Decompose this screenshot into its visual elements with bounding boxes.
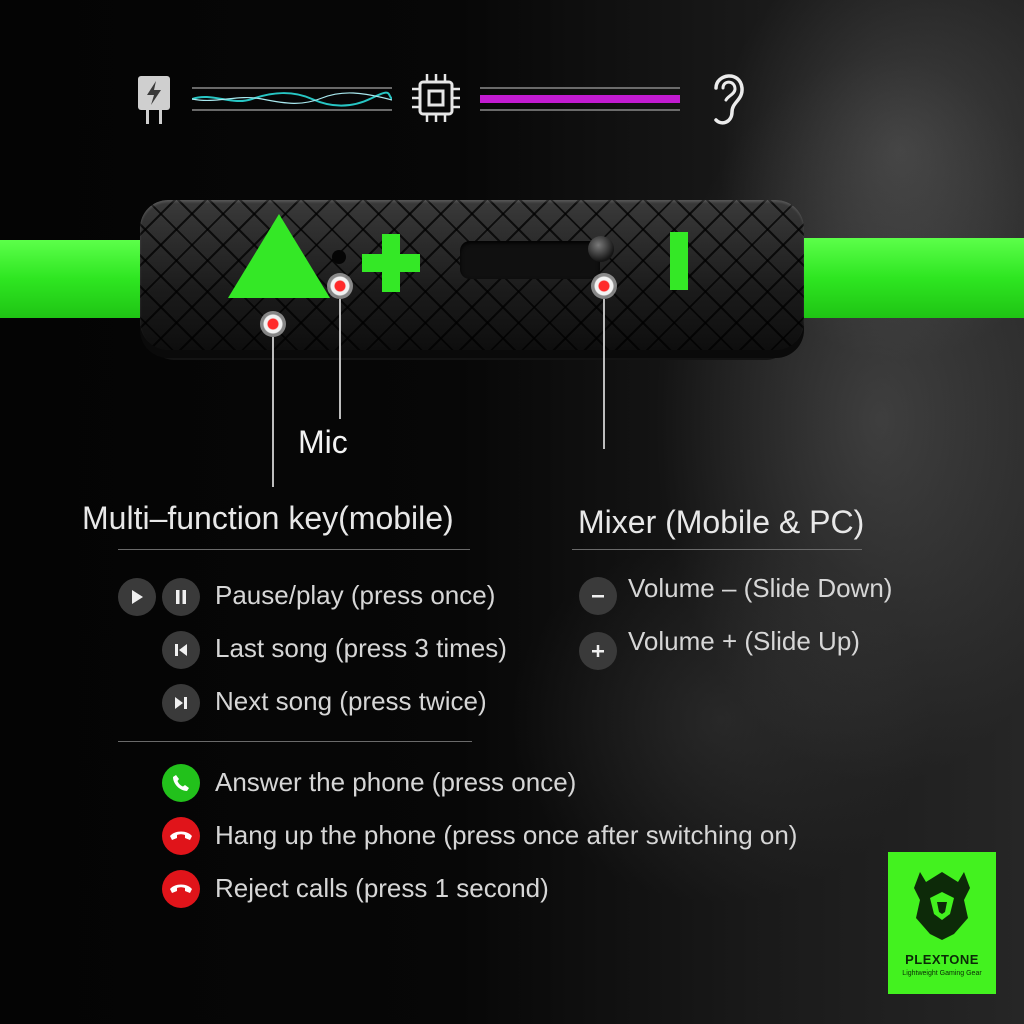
brand-name: PLEXTONE <box>905 952 979 967</box>
mic-label: Mic <box>298 424 348 460</box>
plextone-logo: PLEXTONE Lightweight Gaming Gear <box>888 852 996 994</box>
mixer-divider <box>572 549 862 550</box>
plus-icon <box>579 632 617 670</box>
multi-function-button[interactable] <box>226 212 332 305</box>
previous-track-icon <box>162 631 200 669</box>
next-track-icon <box>162 684 200 722</box>
brand-tagline: Lightweight Gaming Gear <box>902 970 982 977</box>
mixer-heading: Mixer (Mobile & PC) <box>578 504 865 540</box>
call-item-answer: Answer the phone (press once) <box>215 767 577 797</box>
pause-icon <box>162 578 200 616</box>
mixer-item-volume-up: Volume + (Slide Up) <box>628 626 860 656</box>
mixer-marker <box>591 273 617 299</box>
volume-slider-track <box>460 241 600 279</box>
call-item-hang-up: Hang up the phone (press once after swit… <box>215 820 798 850</box>
cable-right <box>790 238 1024 318</box>
minus-icon <box>579 577 617 615</box>
multi-function-heading: Multi–function key(mobile) <box>82 500 454 536</box>
cable-left <box>0 240 150 318</box>
audio-wave-line <box>191 84 393 119</box>
ear-icon <box>708 66 748 135</box>
mic-hole <box>332 250 346 264</box>
multi-function-leader <box>272 337 274 487</box>
answer-call-icon <box>162 764 200 802</box>
charger-icon <box>136 74 172 131</box>
minus-mark <box>670 232 688 290</box>
media-item-next-song: Next song (press twice) <box>215 686 487 716</box>
mixer-leader <box>603 299 605 449</box>
call-item-reject: Reject calls (press 1 second) <box>215 873 549 903</box>
logo-emblem-icon <box>906 866 978 955</box>
play-icon <box>118 578 156 616</box>
multi-function-marker <box>260 311 286 337</box>
multi-function-divider-top <box>118 549 470 550</box>
mic-leader <box>339 299 341 419</box>
volume-slider-knob[interactable] <box>588 236 614 262</box>
reject-call-icon <box>162 870 200 908</box>
hang-up-icon <box>162 817 200 855</box>
mixer-item-volume-down: Volume – (Slide Down) <box>628 573 893 603</box>
media-item-pause-play: Pause/play (press once) <box>215 580 496 610</box>
signal-chain-diagram <box>130 60 770 140</box>
media-item-last-song: Last song (press 3 times) <box>215 633 507 663</box>
processed-signal-line <box>480 84 680 119</box>
mic-marker <box>327 273 353 299</box>
plus-mark <box>358 230 424 301</box>
chip-icon <box>410 72 462 129</box>
multi-function-divider-bottom <box>118 741 472 742</box>
